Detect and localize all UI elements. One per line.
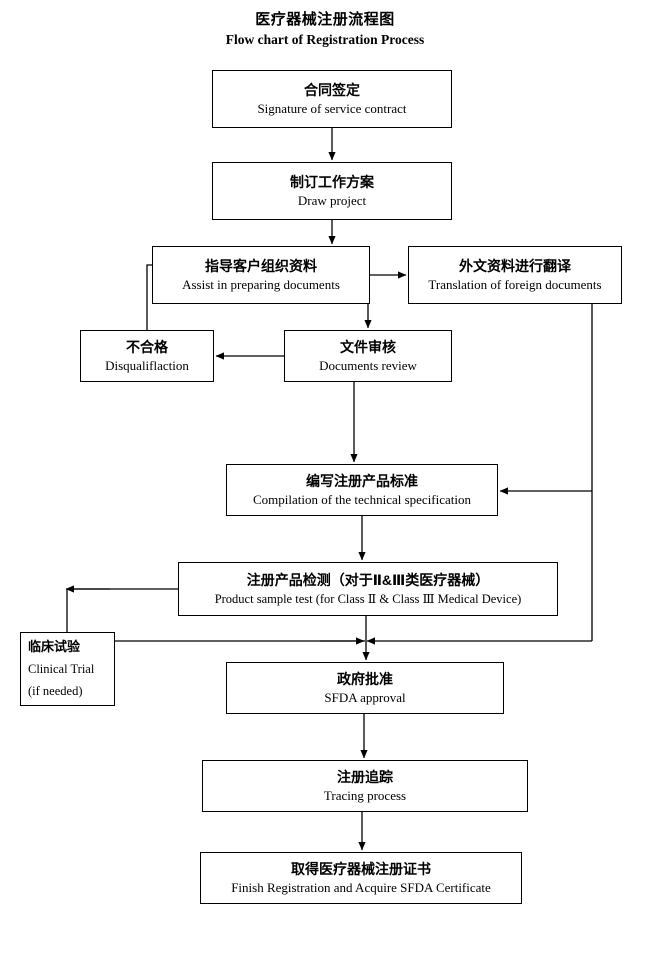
node-contract-label-en: Signature of service contract xyxy=(257,100,407,116)
node-contract[interactable]: 合同签定 Signature of service contract xyxy=(212,70,452,128)
node-translation-label-en: Translation of foreign documents xyxy=(428,276,602,292)
page-title-en: Flow chart of Registration Process xyxy=(225,32,425,47)
node-compilation[interactable]: 编写注册产品标准 Compilation of the technical sp… xyxy=(226,464,498,516)
node-sfda-approval[interactable]: 政府批准 SFDA approval xyxy=(226,662,504,714)
node-translation[interactable]: 外文资料进行翻译 Translation of foreign document… xyxy=(408,246,622,304)
node-disqualify-label-en: Disqualiflaction xyxy=(105,357,189,373)
node-review-label-en: Documents review xyxy=(319,357,417,373)
node-sample-test-label-cn: 注册产品检测（对于Ⅱ&Ⅲ类医疗器械） xyxy=(246,571,490,588)
node-assist[interactable]: 指导客户组织资料 Assist in preparing documents xyxy=(152,246,370,304)
node-clinical-trial-label-en: Clinical Trial xyxy=(28,662,95,676)
node-finish-label-en: Finish Registration and Acquire SFDA Cer… xyxy=(231,879,491,895)
node-draw-project-label-en: Draw project xyxy=(297,192,367,208)
node-draw-project[interactable]: 制订工作方案 Draw project xyxy=(212,162,452,220)
node-sample-test-label-en: Product sample test (for Class Ⅱ & Class… xyxy=(214,591,522,606)
node-draw-project-label-cn: 制订工作方案 xyxy=(290,173,374,190)
node-review[interactable]: 文件审核 Documents review xyxy=(284,330,452,382)
node-disqualify-label-cn: 不合格 xyxy=(126,338,168,355)
node-tracing[interactable]: 注册追踪 Tracing process xyxy=(202,760,528,812)
node-clinical-trial[interactable]: 临床试验 Clinical Trial (if needed) xyxy=(20,632,115,706)
node-tracing-label-cn: 注册追踪 xyxy=(337,768,393,785)
node-compilation-label-en: Compilation of the technical specificati… xyxy=(252,491,472,507)
node-compilation-label-cn: 编写注册产品标准 xyxy=(306,472,418,489)
node-translation-label-cn: 外文资料进行翻译 xyxy=(459,257,571,274)
node-review-label-cn: 文件审核 xyxy=(340,338,396,355)
node-assist-label-en: Assist in preparing documents xyxy=(182,276,340,292)
node-clinical-trial-note: (if needed) xyxy=(28,684,83,698)
node-assist-label-cn: 指导客户组织资料 xyxy=(205,257,317,274)
node-finish[interactable]: 取得医疗器械注册证书 Finish Registration and Acqui… xyxy=(200,852,522,904)
node-sfda-approval-label-en: SFDA approval xyxy=(324,689,406,705)
node-clinical-trial-label-cn: 临床试验 xyxy=(28,639,81,654)
node-sfda-approval-label-cn: 政府批准 xyxy=(337,670,393,687)
node-tracing-label-en: Tracing process xyxy=(323,787,407,803)
node-contract-label-cn: 合同签定 xyxy=(304,81,360,98)
page-title-cn: 医疗器械注册流程图 xyxy=(255,11,395,28)
node-disqualify[interactable]: 不合格 Disqualiflaction xyxy=(80,330,214,382)
node-sample-test[interactable]: 注册产品检测（对于Ⅱ&Ⅲ类医疗器械） Product sample test (… xyxy=(178,562,558,616)
node-finish-label-cn: 取得医疗器械注册证书 xyxy=(291,860,431,877)
chart-title-block: 医疗器械注册流程图 Flow chart of Registration Pro… xyxy=(0,10,650,49)
